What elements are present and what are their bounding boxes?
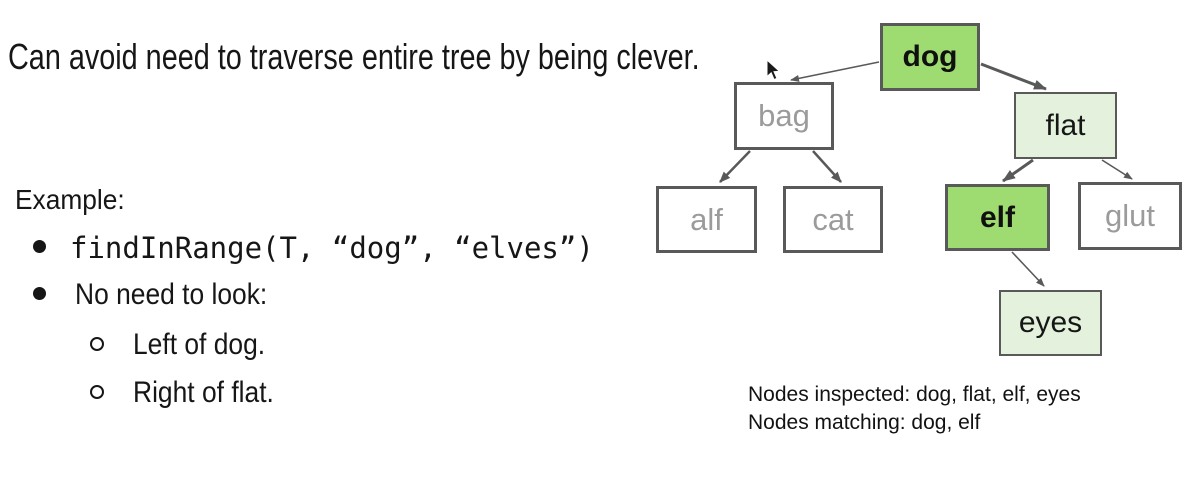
tree-node-label: flat xyxy=(1045,108,1086,142)
sub-bullet-left-of-dog: Left of dog. xyxy=(133,328,266,361)
edge-flat-elf xyxy=(1002,158,1034,183)
tree-node-label: glut xyxy=(1105,198,1155,233)
slide-title: Can avoid need to traverse entire tree b… xyxy=(8,36,700,77)
edge-dog-bag xyxy=(790,61,880,82)
edge-dog-flat xyxy=(980,62,1047,91)
tree-node-label: bag xyxy=(758,98,810,133)
code-call-text: findInRange(T, “dog”, “elves”) xyxy=(70,231,594,265)
mouse-cursor-icon xyxy=(766,59,781,81)
tree-node-label: alf xyxy=(690,201,723,237)
tree-node-elf: elf xyxy=(945,184,1050,251)
tree-node-cat: cat xyxy=(783,186,883,253)
caption-nodes-matching: Nodes matching: dog, elf xyxy=(748,411,981,434)
bullet-open-icon xyxy=(90,337,104,351)
edge-flat-glut xyxy=(1101,159,1133,180)
no-need-to-look-text: No need to look: xyxy=(75,278,268,311)
tree-node-label: elf xyxy=(979,200,1015,234)
caption-nodes-inspected: Nodes inspected: dog, flat, elf, eyes xyxy=(748,383,1081,406)
edge-elf-eyes xyxy=(1011,251,1045,287)
example-heading: Example: xyxy=(15,184,125,215)
tree-node-alf: alf xyxy=(656,186,757,253)
tree-node-eyes: eyes xyxy=(999,290,1102,356)
tree-node-dog: dog xyxy=(880,23,980,91)
edge-bag-alf xyxy=(719,150,751,183)
tree-node-label: cat xyxy=(812,201,854,237)
tree-node-label: dog xyxy=(902,40,958,73)
sub-bullet-right-of-flat: Right of flat. xyxy=(133,376,274,409)
bullet-filled-icon xyxy=(33,287,46,300)
tree-node-flat: flat xyxy=(1014,92,1117,159)
tree-node-glut: glut xyxy=(1078,182,1182,250)
tree-node-label: eyes xyxy=(1018,306,1083,339)
bullet-open-icon xyxy=(90,385,104,399)
bullet-filled-icon xyxy=(33,240,46,253)
tree-node-bag: bag xyxy=(734,82,834,150)
edge-bag-cat xyxy=(812,150,842,183)
